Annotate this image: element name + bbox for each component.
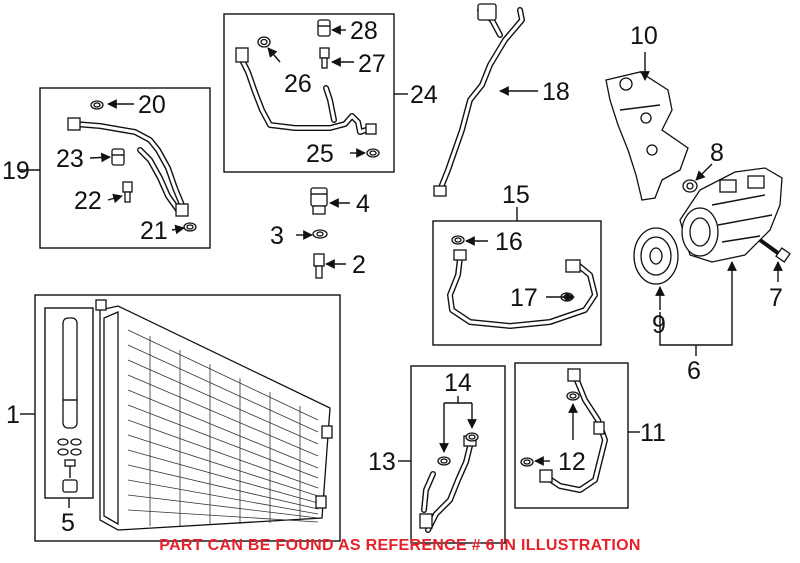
callout-23: 23: [56, 145, 84, 173]
callout-14: 14: [444, 369, 472, 397]
hose-assembly-15: [447, 249, 598, 329]
callout-17: 17: [510, 284, 538, 312]
callout-18: 18: [542, 78, 570, 106]
callout-22: 22: [74, 187, 102, 215]
box-13: [410, 365, 506, 544]
box-11: [514, 362, 629, 509]
leader-lines: [20, 25, 783, 508]
callout-19: 19: [2, 157, 30, 185]
callout-1: 1: [6, 401, 20, 429]
o-ring-12b: [520, 457, 534, 467]
valve-22: [122, 181, 133, 203]
callout-5: 5: [61, 509, 75, 537]
o-ring-20: [90, 100, 104, 110]
compressor-6: [679, 167, 783, 263]
box-19: [39, 87, 211, 249]
o-ring-12a: [566, 391, 580, 401]
callout-10: 10: [630, 22, 658, 50]
callout-24: 24: [410, 81, 438, 109]
callout-9: 9: [652, 311, 666, 339]
box-1: [34, 294, 341, 542]
cap-23: [111, 148, 125, 166]
callout-8: 8: [710, 139, 724, 167]
hose-assembly-13: [419, 435, 477, 533]
clutch-pulley-9: [633, 227, 679, 285]
callout-6: 6: [687, 357, 701, 385]
callout-2: 2: [352, 251, 366, 279]
o-ring-3: [312, 229, 328, 239]
valve-27: [319, 47, 330, 69]
callout-13: 13: [368, 448, 396, 476]
cap-28: [317, 19, 331, 37]
box-24: [223, 13, 395, 173]
o-ring-25: [366, 148, 380, 158]
o-ring-14b: [465, 432, 479, 442]
o-ring-21: [183, 222, 197, 232]
callout-3: 3: [270, 222, 284, 250]
callout-16: 16: [495, 228, 523, 256]
callout-15: 15: [502, 181, 530, 209]
callout-25: 25: [306, 140, 334, 168]
callout-12: 12: [558, 448, 586, 476]
o-ring-16: [451, 235, 465, 245]
bracket-10: [605, 71, 689, 201]
callout-4: 4: [356, 190, 370, 218]
callout-26: 26: [284, 70, 312, 98]
callout-27: 27: [358, 50, 386, 78]
bushing-8: [682, 179, 698, 193]
callout-28: 28: [350, 17, 378, 45]
dryer-5: [57, 317, 82, 493]
valve-2: [313, 253, 325, 279]
callout-11: 11: [640, 419, 666, 447]
callout-labels: 1 2 3 4 5 6 7 8 9 10 11 12 13 14 15 16 1…: [2, 17, 783, 537]
hose-assembly-11: [539, 368, 608, 493]
hose-18: [433, 3, 525, 197]
hose-assembly-24: [235, 47, 377, 135]
hose-assembly-19: [67, 117, 189, 217]
condenser-1: [95, 299, 333, 531]
callout-7: 7: [769, 284, 783, 312]
pressure-switch-4: [310, 187, 328, 215]
bolt-7: [758, 238, 791, 263]
o-ring-14a: [437, 456, 451, 466]
reference-note: PART CAN BE FOUND AS REFERENCE # 6 IN IL…: [159, 537, 641, 554]
callout-20: 20: [138, 91, 166, 119]
callout-21: 21: [140, 217, 168, 245]
o-ring-26: [257, 36, 271, 48]
